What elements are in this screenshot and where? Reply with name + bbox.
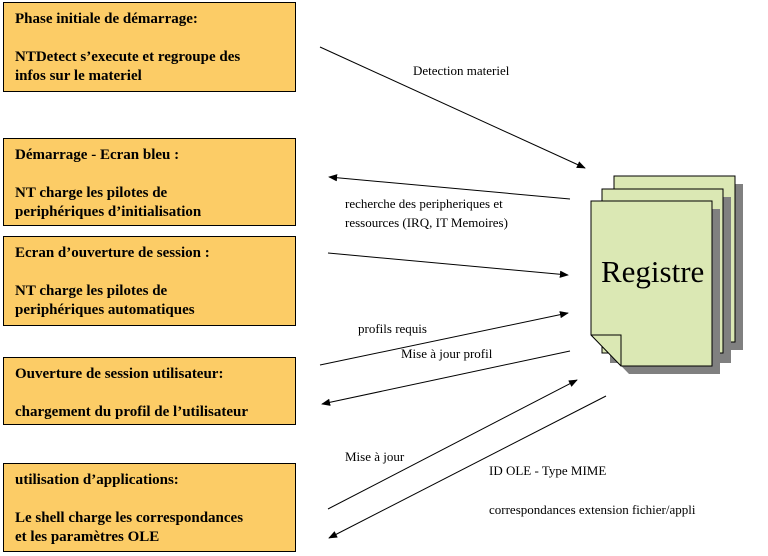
box-title: Phase initiale de démarrage: [15, 11, 198, 27]
label-profils-requis: profils requis [358, 321, 427, 336]
label-recherche-1: recherche des peripheriques et [345, 196, 503, 211]
box-ecran-ouverture: Ecran d’ouverture de session : NT charge… [3, 236, 296, 326]
box-demarrage-ecran-bleu: Démarrage - Ecran bleu : NT charge les p… [3, 138, 296, 226]
box-title: utilisation d’applications: [15, 472, 179, 488]
arrow-pilotes-auto [327, 252, 569, 278]
box-title: Ouverture de session utilisateur: [15, 366, 224, 382]
label-correspondances: correspondances extension fichier/appli [489, 502, 696, 517]
box-title: Ecran d’ouverture de session : [15, 245, 210, 261]
box-line: Le shell charge les correspondances [15, 510, 244, 526]
label-ole: ID OLE - Type MIME [489, 463, 607, 478]
label-maj: Mise à jour [345, 449, 405, 464]
box-line: infos sur le materiel [15, 68, 142, 84]
box-line: chargement du profil de l’utilisateur [15, 404, 249, 420]
box-line: periphériques d’initialisation [15, 204, 202, 220]
label-recherche-2: ressources (IRQ, IT Memoires) [345, 215, 508, 230]
box-line: periphériques automatiques [15, 302, 195, 318]
arrow-recherche [328, 174, 571, 200]
box-line: NT charge les pilotes de [15, 185, 168, 201]
box-applications: utilisation d’applications: Le shell cha… [3, 463, 296, 552]
box-phase-initiale: Phase initiale de démarrage: NTDetect s’… [3, 2, 296, 92]
label-maj-profil: Mise à jour profil [401, 346, 493, 361]
box-line: et les paramètres OLE [15, 529, 160, 545]
registry-icon [590, 175, 743, 374]
box-ouverture-session: Ouverture de session utilisateur: charge… [3, 357, 296, 425]
arrow-maj [327, 379, 578, 510]
arrow-profils-requis [319, 311, 569, 366]
box-line: NT charge les pilotes de [15, 283, 168, 299]
label-detection: Detection materiel [413, 63, 510, 78]
box-line: NTDetect s’execute et regroupe des [15, 49, 241, 65]
arrow-maj-profil [321, 350, 571, 406]
box-title: Démarrage - Ecran bleu : [15, 147, 180, 163]
arrow-detection [319, 46, 586, 169]
registry-label: Registre [601, 254, 705, 289]
arrow-ole [328, 395, 607, 539]
